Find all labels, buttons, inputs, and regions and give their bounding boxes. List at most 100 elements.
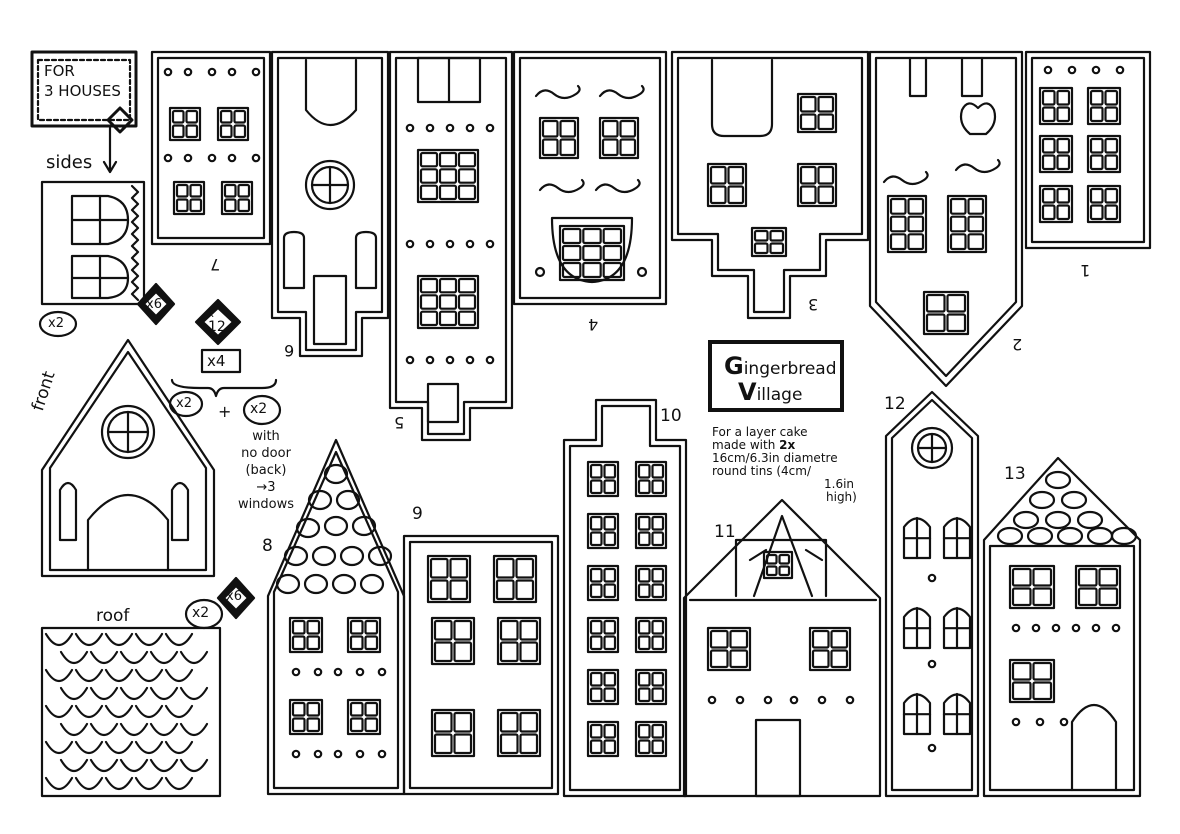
window-icon <box>430 708 476 758</box>
window-icon <box>288 616 324 654</box>
piece-11 <box>682 498 882 798</box>
piece-3 <box>670 50 870 320</box>
window-icon <box>762 550 794 580</box>
window-icon <box>706 626 752 672</box>
window-icon <box>558 224 626 282</box>
title-card: Gingerbread Village <box>708 340 844 412</box>
window-icon <box>346 616 382 654</box>
badge-roof-x6-text: x6 <box>226 589 242 604</box>
houses-box-line1: FOR <box>44 62 75 80</box>
piece-number-10: 10 <box>660 406 682 426</box>
badge-x12 <box>194 298 242 346</box>
window-icon <box>634 564 668 602</box>
houses-box-line2: 3 HOUSES <box>44 82 121 100</box>
window-icon <box>1086 86 1122 126</box>
window-icon <box>598 116 640 160</box>
small-diamond-icon <box>106 106 134 134</box>
side-piece <box>40 180 146 306</box>
window-icon <box>1008 658 1056 704</box>
window-icon <box>922 290 970 336</box>
window-icon <box>346 698 382 736</box>
window-icon <box>586 512 620 550</box>
window-icon <box>586 720 620 758</box>
arrow-to-sides <box>102 126 118 174</box>
badge-x12-text: 12 <box>208 319 226 335</box>
window-icon <box>416 274 480 330</box>
piece-number-3: 3 <box>808 295 819 314</box>
window-icon <box>586 668 620 706</box>
roof-count: x2 <box>192 605 210 621</box>
window-icon <box>1086 184 1122 224</box>
title-line-1: ingerbread <box>743 359 837 379</box>
window-icon <box>1038 86 1074 126</box>
window-icon <box>416 148 480 204</box>
piece-number-11: 11 <box>714 522 736 542</box>
window-icon <box>750 226 788 258</box>
piece-8 <box>266 438 406 796</box>
piece-5 <box>388 50 514 442</box>
title-initial-1: G <box>724 352 744 380</box>
window-icon <box>1074 564 1122 610</box>
window-icon <box>634 668 668 706</box>
front-piece <box>40 338 216 578</box>
piece-12 <box>884 390 980 798</box>
roof-piece <box>40 626 222 798</box>
front-back-note: with no door (back) →3 windows <box>237 429 295 512</box>
piece-number-6: 6 <box>284 341 295 360</box>
arched-window-icon <box>902 516 932 560</box>
window-icon <box>796 162 838 208</box>
window-icon <box>886 194 928 254</box>
piece-7 <box>150 50 272 246</box>
piece-number-2: 2 <box>1012 335 1023 354</box>
piece-number-9: 9 <box>412 504 423 524</box>
badge-x6 <box>136 282 176 326</box>
window-icon <box>634 512 668 550</box>
window-icon <box>538 116 580 160</box>
window-icon <box>1038 134 1074 174</box>
piece-number-8: 8 <box>262 536 273 556</box>
title-line-2: illage <box>756 385 803 405</box>
window-icon <box>1038 184 1074 224</box>
houses-box-frame <box>30 50 138 128</box>
window-icon <box>172 180 206 216</box>
cake-note: For a layer cake made with 2x 16cm/6.3in… <box>712 425 857 504</box>
title-initial-2: V <box>738 378 757 406</box>
window-icon <box>426 554 472 604</box>
roof-count-oval <box>184 598 224 630</box>
piece-2 <box>868 50 1024 388</box>
front-count-oval-2 <box>242 394 282 426</box>
window-icon <box>586 616 620 654</box>
arched-window-icon <box>942 692 972 736</box>
badge-roof-x6 <box>216 576 256 620</box>
window-icon <box>216 106 250 142</box>
piece-number-4: 4 <box>588 315 599 334</box>
window-icon <box>634 616 668 654</box>
window-icon <box>220 180 254 216</box>
piece-number-13: 13 <box>1004 464 1026 484</box>
window-icon <box>288 698 324 736</box>
window-icon <box>796 92 838 134</box>
window-icon <box>634 720 668 758</box>
window-icon <box>808 626 852 672</box>
arched-window-icon <box>902 606 932 650</box>
front-plus: + <box>218 402 232 421</box>
arched-window-icon <box>902 692 932 736</box>
badge-x12-x: x <box>208 309 214 320</box>
window-icon <box>168 106 202 142</box>
piece-10 <box>562 398 688 798</box>
sides-label: sides <box>46 152 93 173</box>
badge-x4-text: x4 <box>207 352 226 370</box>
badge-x4-frame <box>200 348 242 374</box>
piece-6 <box>270 50 390 358</box>
window-icon <box>492 554 538 604</box>
piece-number-5: 5 <box>394 413 405 432</box>
window-icon <box>586 460 620 498</box>
piece-4 <box>512 50 668 306</box>
window-icon <box>1008 564 1056 610</box>
piece-9 <box>402 534 560 796</box>
front-count-oval-1 <box>168 390 204 418</box>
piece-number-7: 7 <box>210 255 221 274</box>
window-icon <box>496 708 542 758</box>
window-icon <box>1086 134 1122 174</box>
